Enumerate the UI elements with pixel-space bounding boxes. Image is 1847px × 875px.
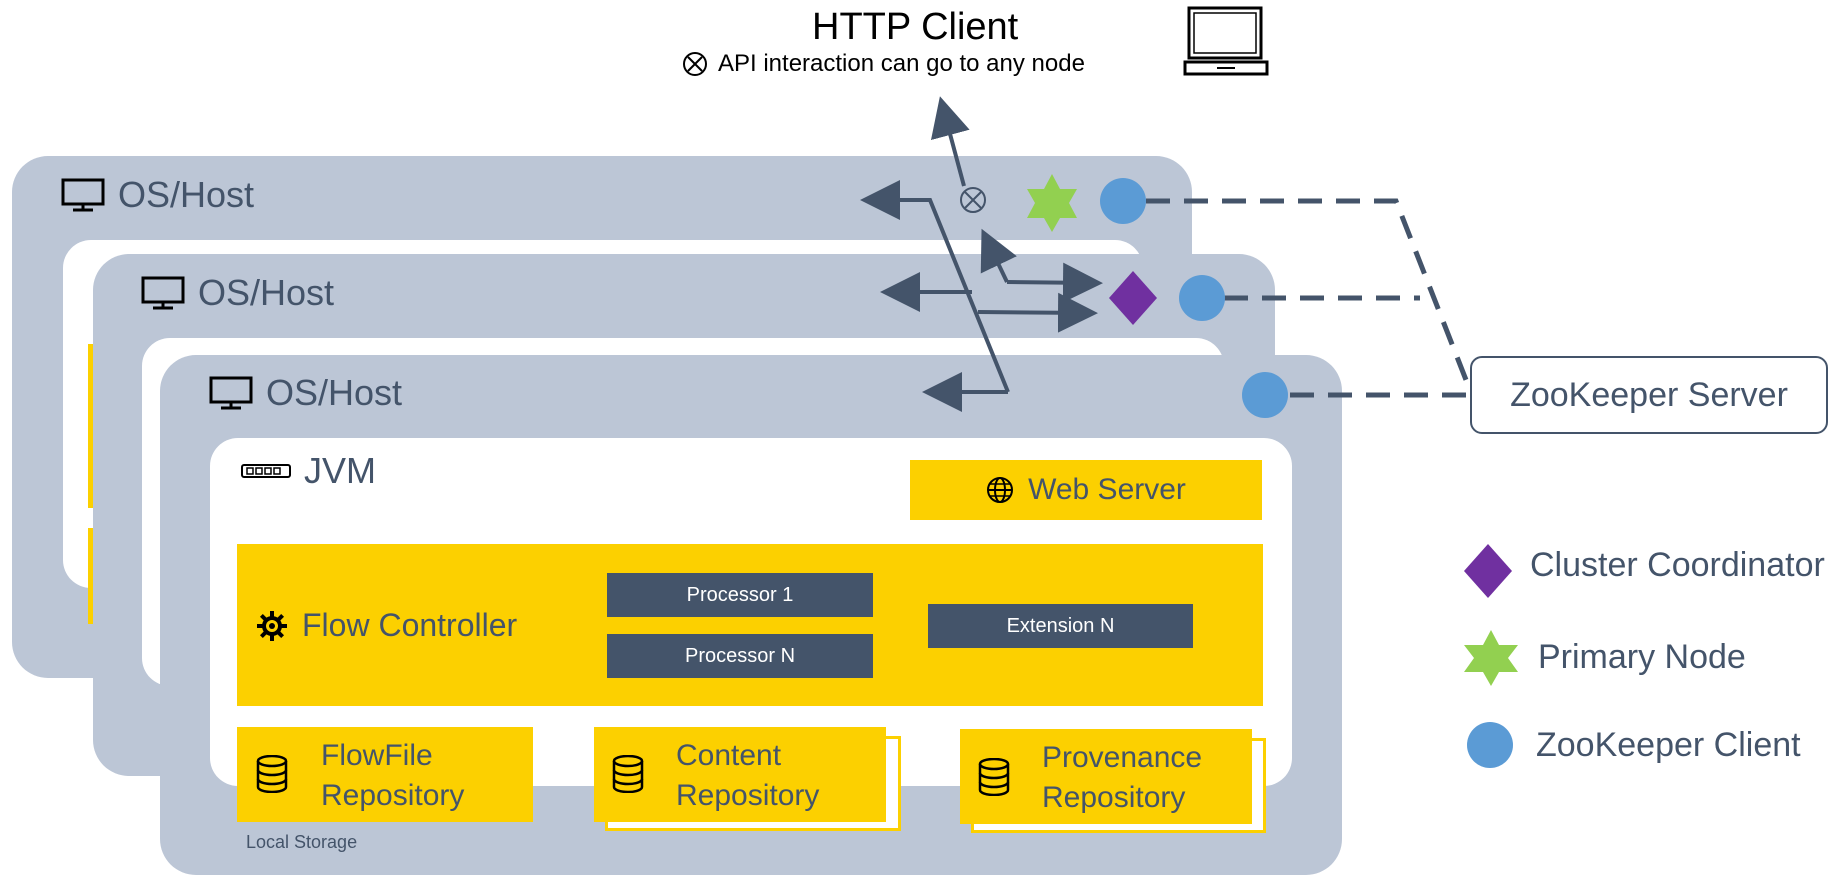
web-server-label: Web Server (1028, 473, 1186, 506)
jvm-label-text: JVM (304, 450, 376, 491)
content-repository-line2: Repository (676, 779, 820, 812)
flowfile-repository-line2: Repository (321, 779, 465, 812)
circled-x-node-icon (960, 187, 986, 213)
legend-cluster-coordinator: Cluster Coordinator (1530, 546, 1825, 584)
monitor-icon (209, 376, 253, 410)
extension-n-box[interactable]: Extension N (928, 604, 1193, 648)
zookeeper-client-icon (1100, 178, 1146, 224)
zookeeper-client-legend-icon (1467, 722, 1513, 768)
zookeeper-server-box[interactable]: ZooKeeper Server (1470, 356, 1828, 434)
host-middle-label-text: OS/Host (198, 272, 335, 313)
memory-chip-icon (241, 464, 291, 478)
processor-n-box[interactable]: Processor N (607, 634, 873, 678)
legend-zookeeper-client: ZooKeeper Client (1536, 726, 1801, 764)
api-note-text: API interaction can go to any node (718, 50, 1085, 77)
globe-icon (987, 477, 1014, 503)
primary-node-legend-icon (1464, 630, 1518, 686)
monitor-icon (61, 178, 105, 212)
host-back-label-text: OS/Host (118, 174, 255, 215)
jvm-label: JVM (240, 450, 376, 492)
routing-path (860, 180, 1010, 393)
arrow-to-coordinator-bottom (977, 292, 1098, 333)
monitor-icon (141, 276, 185, 310)
flowfile-repository-label: FlowFile Repository (321, 736, 464, 816)
circled-x-icon (683, 52, 707, 76)
web-server-box[interactable]: Web Server (910, 460, 1262, 520)
provenance-repository-line1: Provenance (1042, 741, 1203, 774)
content-repository-line1: Content (676, 739, 782, 772)
zk-dash-host-back (1146, 198, 1471, 386)
host-front-label-text: OS/Host (266, 372, 403, 413)
flow-controller-text: Flow Controller (302, 607, 518, 643)
primary-node-star-icon (1027, 174, 1077, 232)
http-client-title: HTTP Client (812, 6, 1019, 48)
host-middle-label: OS/Host (140, 272, 334, 314)
database-icon (256, 755, 288, 793)
database-icon (612, 755, 644, 793)
zookeeper-client-icon (1242, 372, 1288, 418)
flowfile-repository-line1: FlowFile (321, 739, 433, 772)
legend-primary-node: Primary Node (1538, 638, 1746, 676)
flow-controller-label: Flow Controller (256, 607, 517, 644)
cluster-coordinator-diamond-icon (1109, 271, 1157, 325)
gear-icon (257, 610, 287, 641)
local-storage-label: Local Storage (246, 832, 358, 852)
arrow-to-http-client (930, 96, 970, 187)
cluster-coordinator-legend-icon (1464, 544, 1512, 598)
zookeeper-client-icon (1179, 275, 1225, 321)
zookeeper-server-label: ZooKeeper Server (1510, 375, 1788, 414)
content-repository-label: Content Repository (676, 736, 819, 816)
processor-1-box[interactable]: Processor 1 (607, 573, 873, 617)
provenance-repository-label: Provenance Repository (1042, 738, 1202, 818)
host-front-label: OS/Host (208, 372, 402, 414)
laptop-icon[interactable] (1183, 6, 1269, 82)
host-back-label: OS/Host (60, 174, 254, 216)
arrow-to-coordinator-mid (1006, 262, 1103, 303)
arrow-to-coordinator-top (980, 228, 1017, 283)
provenance-repository-line2: Repository (1042, 781, 1186, 814)
api-note: API interaction can go to any node (682, 50, 1085, 78)
database-icon (978, 758, 1010, 796)
